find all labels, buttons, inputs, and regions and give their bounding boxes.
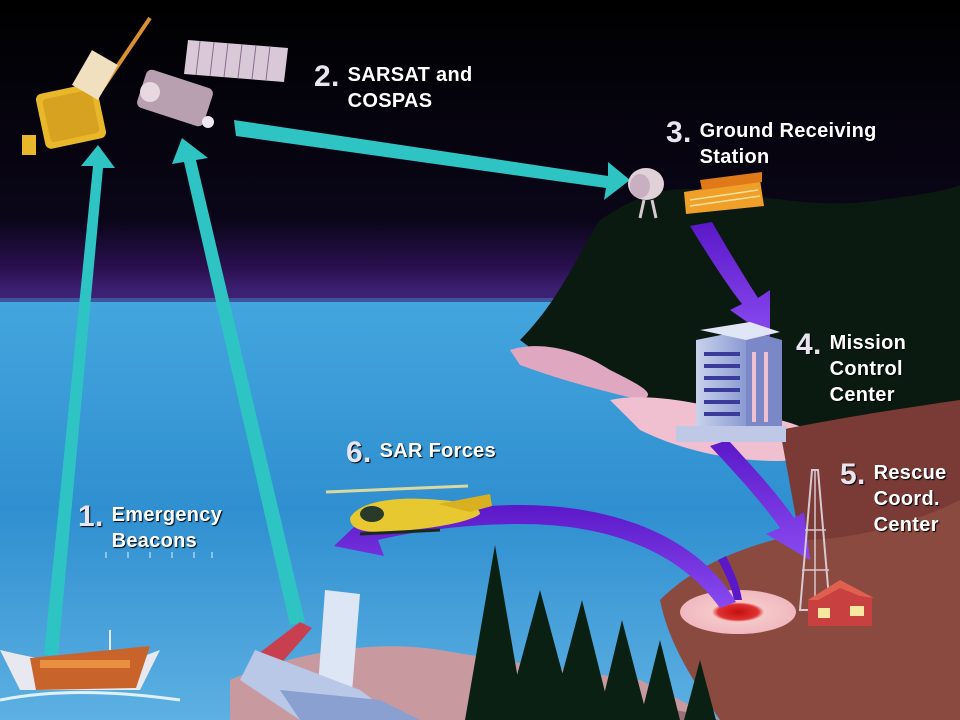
step-4-line-1: Mission <box>829 332 907 354</box>
rcc-to-target-arrow <box>718 556 742 600</box>
mission-control-building-icon <box>676 322 786 442</box>
step-5-line-3: Center <box>873 514 939 536</box>
step-2-number: 2. <box>314 60 340 93</box>
step-4-line-2: Control <box>829 358 903 380</box>
step-6-label: 6. SAR Forces <box>346 438 496 468</box>
step-6-number: 6. <box>346 436 372 469</box>
step-3-line-2: Station <box>699 146 770 168</box>
step-5-line-2: Coord. <box>873 488 940 510</box>
station-to-mission-arrow <box>690 222 770 338</box>
step-6-line-1: SAR Forces <box>379 440 496 462</box>
tree-icon <box>640 640 680 720</box>
ground-station-dish-icon <box>628 168 664 219</box>
step-1-number: 1. <box>78 500 104 533</box>
helicopter-icon <box>325 484 492 536</box>
step-3-number: 3. <box>666 116 692 149</box>
tree-icon <box>505 590 575 720</box>
step-1-line-2: Beacons <box>111 530 198 552</box>
step-5-line-1: Rescue <box>873 462 947 484</box>
step-2-line-1: SARSAT and <box>347 64 473 86</box>
sarsat-satellite-icon <box>137 40 288 128</box>
rescue-land-top <box>780 400 960 540</box>
step-2-line-2: COSPAS <box>347 90 433 112</box>
step-1-line-1: Emergency <box>111 504 223 526</box>
cospas-satellite-icon <box>22 16 152 155</box>
mission-to-rcc-arrow <box>710 440 810 560</box>
beacon-uplink-arrow <box>44 145 115 655</box>
ship-icon <box>0 630 181 702</box>
forest <box>465 545 716 720</box>
tree-icon <box>598 620 648 720</box>
tree-icon <box>684 660 716 720</box>
aircraft-uplink-arrow <box>172 138 305 625</box>
beacon-signal-marks <box>105 552 213 558</box>
step-4-line-3: Center <box>829 384 895 406</box>
rescue-house-icon <box>808 580 874 626</box>
tree-icon <box>465 545 525 720</box>
rescue-target <box>680 590 796 634</box>
step-3-line-1: Ground Receiving <box>699 120 877 142</box>
satellite-downlink-arrow <box>234 120 630 200</box>
step-5-number: 5. <box>840 460 866 491</box>
mountain-shore <box>510 346 649 400</box>
aircraft-icon <box>240 590 420 720</box>
step-4-number: 4. <box>796 328 822 361</box>
ground-station-building-icon <box>684 172 764 214</box>
target-to-sar-arrow <box>334 505 736 608</box>
tree-icon <box>550 600 612 720</box>
